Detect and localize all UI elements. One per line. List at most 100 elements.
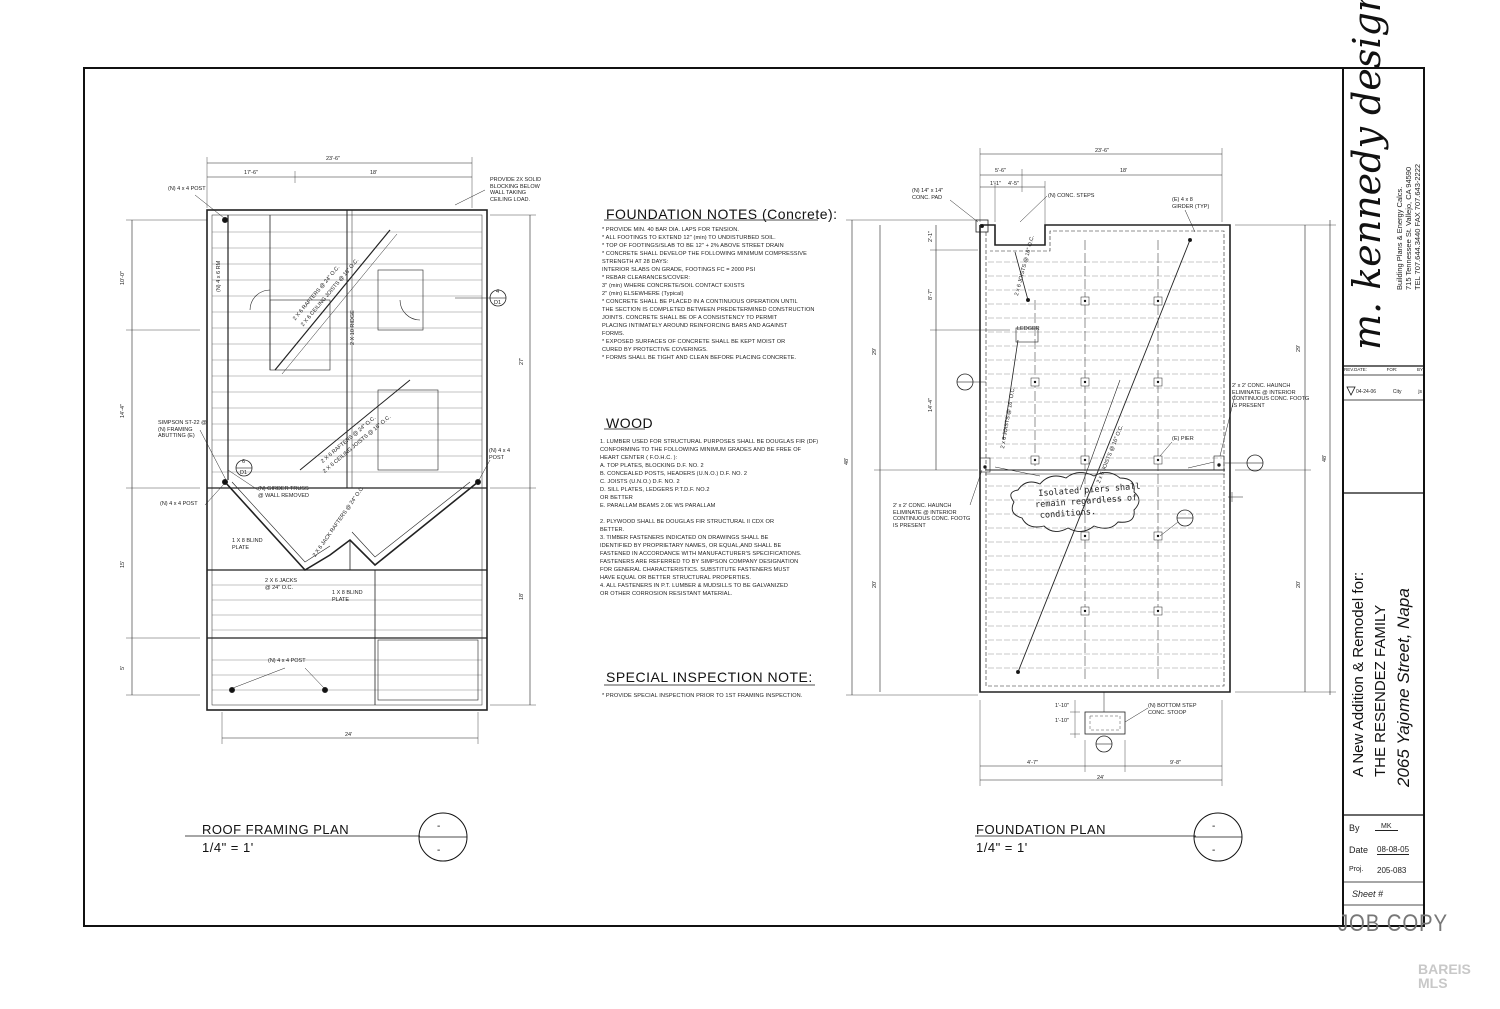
fnd-label-pier: (E) PIER <box>1172 436 1194 442</box>
roof-dim-left-d: 5' <box>120 665 126 670</box>
date-row: Date 08-08-05 <box>1349 845 1410 855</box>
roof-callout-b: D1 <box>494 300 502 306</box>
wood-note-item: B. CONCEALED POSTS, HEADERS (U.N.O.) D.F… <box>600 471 748 477</box>
foundation-notes-heading: FOUNDATION NOTES (Concrete): <box>606 206 838 222</box>
foundation-plan-title-block: - - <box>975 812 1243 862</box>
foundation-note-item: PLACING INTIMATELY AROUND REINFORCING BA… <box>602 323 788 329</box>
special-inspection-heading: SPECIAL INSPECTION NOTE: <box>606 669 813 685</box>
roof-label-post-left: (N) 4 x 4 POST <box>160 501 198 507</box>
foundation-note-item: * CONCRETE SHALL DEVELOP THE FOLLOWING M… <box>602 251 807 257</box>
foundation-plan-scale: 1/4" = 1' <box>976 840 1028 855</box>
firm-services: Building Plans & Energy Calcs. <box>1395 186 1404 290</box>
fnd-label-steps: (N) CONC. STEPS <box>1048 193 1095 199</box>
wood-note-item: OR OTHER CORROSION RESISTANT MATERIAL. <box>600 591 733 597</box>
wood-note-item: OR BETTER <box>600 495 633 501</box>
wood-note-item: 1. LUMBER USED FOR STRUCTURAL PURPOSES S… <box>600 439 819 445</box>
wood-note-item: IDENTIFIED BY PROPRIETARY NAMES, OR EQUA… <box>600 543 782 549</box>
roof-plan-title: ROOF FRAMING PLAN <box>202 822 350 837</box>
fnd-dim-bottom-d: 1'-10" <box>1055 703 1070 709</box>
roof-dim-top-b: 18' <box>370 170 378 176</box>
foundation-note-item: INTERIOR SLABS ON GRADE, FOOTINGS FC = 2… <box>602 267 756 273</box>
roof-dim-top-total: 23'-6" <box>326 156 341 162</box>
firm-address: 715 Tennessee St. Vallejo, CA 94590 <box>1404 166 1413 290</box>
roof-dim-top-a: 17'-6" <box>244 170 259 176</box>
fnd-dim-top-a: 5'-6" <box>995 168 1006 174</box>
wood-note-item: CONFORMING TO THE FOLLOWING MINIMUM GRAD… <box>600 447 802 453</box>
foundation-note-item: * ALL FOOTINGS TO EXTEND 12" (min) TO UN… <box>602 235 776 241</box>
roof-label-ridge: 2 X 10 RIDGE <box>350 310 356 345</box>
rev-header: REV.DATE:FOR:BY: <box>1344 367 1424 372</box>
svg-text:-: - <box>1212 845 1215 856</box>
fnd-dim-left-d: 20' <box>872 580 878 588</box>
fnd-dim-top-b: 18' <box>1120 168 1128 174</box>
foundation-note-item: * EXPOSED SURFACES OF CONCRETE SHALL BE … <box>602 339 786 345</box>
roof-label-post-bottom: (N) 4 x 4 POST <box>268 658 306 664</box>
wood-note-item: C. JOISTS (U.N.O.) D.F. NO. 2 <box>600 479 680 485</box>
fnd-dim-left-total: 29' <box>872 347 878 355</box>
fnd-dim-right-c: 20' <box>1296 580 1302 588</box>
foundation-note-item: 2" (min) ELSEWHERE (Typical) <box>602 291 684 297</box>
roof-dim-right2: 18' <box>519 592 525 600</box>
sheet-label: Sheet # <box>1352 889 1384 899</box>
proj-row: Proj. 205-083 <box>1349 866 1407 875</box>
foundation-note-item: STRENGTH AT 28 DAYS: <box>602 259 669 265</box>
wood-note-item: E. PARALLAM BEAMS 2.0E WS PARALLAM <box>600 503 716 509</box>
wood-note-item: 3. TIMBER FASTENERS INDICATED ON DRAWING… <box>600 535 769 541</box>
fnd-dim-bottom-b: 9'-8" <box>1170 760 1181 766</box>
roof-dim-left-b: 14'-4" <box>120 403 126 418</box>
foundation-note-item: * FORMS SHALL BE TIGHT AND CLEAN BEFORE … <box>602 355 797 361</box>
fnd-label-pad: (N) 14" x 14"CONC. PAD <box>912 188 944 201</box>
wood-note-item: 2. PLYWOOD SHALL BE DOUGLAS FIR STRUCTUR… <box>600 519 775 525</box>
wood-note-item: BETTER. <box>600 527 625 533</box>
foundation-note-item: * TOP OF FOOTINGS/SLAB TO BE 12" + 2% AB… <box>602 243 784 249</box>
wood-note-item: HEART CENTER ( F.O.H.C. ): <box>600 455 678 461</box>
fnd-dim-bottom-e: 1'-10" <box>1055 718 1070 724</box>
wood-note-item <box>600 510 818 518</box>
firm-phone: TEL 707.644.3440 FAX 707.643-2222 <box>1413 163 1422 290</box>
project-line-1: A New Addition & Remodel for: <box>1350 571 1367 777</box>
special-inspection-list: * PROVIDE SPECIAL INSPECTION PRIOR TO 1S… <box>602 692 802 700</box>
foundation-note-item: FORMS. <box>602 331 625 337</box>
fnd-dim-right-a: 29' <box>1296 344 1302 352</box>
project-line-2: THE RESENDEZ FAMILY <box>1372 604 1389 777</box>
roof-label-jacks: 2 X 6 JACKS@ 24" O.C. <box>265 578 298 591</box>
fnd-dim-top-d: 4'-5" <box>1008 181 1019 187</box>
wood-note-item: FASTENED IN ACCORDANCE WITH MANUFACTURER… <box>600 551 802 557</box>
roof-label-beam: (N) 4 x 6 RM <box>216 260 222 292</box>
roof-plan-title-block: - - <box>185 812 468 862</box>
fnd-dim-top-c: 1'-1" <box>990 181 1001 187</box>
fnd-dim-left-b: 8'-7" <box>928 289 934 300</box>
wood-note-item: 4. ALL FASTENERS IN P.T. LUMBER & MUDSIL… <box>600 583 788 589</box>
foundation-notes-list: * PROVIDE MIN. 40 BAR DIA. LAPS FOR TENS… <box>602 226 815 362</box>
roof-label-post-top: (N) 4 x 4 POST <box>168 186 206 192</box>
foundation-note-item: * REBAR CLEARANCES/COVER: <box>602 275 690 281</box>
wood-notes-heading: WOOD <box>606 415 654 431</box>
firm-logo: m. kennedy design <box>1345 0 1389 350</box>
svg-text:-: - <box>437 845 440 856</box>
fnd-dim-top-total: 23'-6" <box>1095 148 1110 154</box>
svg-text:-: - <box>1212 821 1215 832</box>
wood-notes-list: 1. LUMBER USED FOR STRUCTURAL PURPOSES S… <box>600 438 818 598</box>
special-note-item: * PROVIDE SPECIAL INSPECTION PRIOR TO 1S… <box>602 693 803 699</box>
wood-note-item: HAVE EQUAL OR BETTER STRUCTURAL PROPERTI… <box>600 575 752 581</box>
roof-dim-left-a: 10'-0" <box>120 270 126 285</box>
fnd-dim-right-b: 48' <box>1322 454 1328 462</box>
svg-text:m. kennedy design: m. kennedy design <box>1345 0 1389 350</box>
foundation-note-item: * CONCRETE SHALL BE PLACED IN A CONTINUO… <box>602 299 798 305</box>
foundation-plan-title: FOUNDATION PLAN <box>976 822 1107 837</box>
fnd-dim-left-a: 2'-1" <box>928 231 934 242</box>
fnd-dim-bottom-a: 4'-7" <box>1027 760 1038 766</box>
roof-callout-a: 4 <box>496 289 500 295</box>
roof-label-girder: (N) GIRDER TRUSS@ WALL REMOVED <box>258 486 310 499</box>
fnd-dim-left-c: 14'-4" <box>928 397 934 412</box>
